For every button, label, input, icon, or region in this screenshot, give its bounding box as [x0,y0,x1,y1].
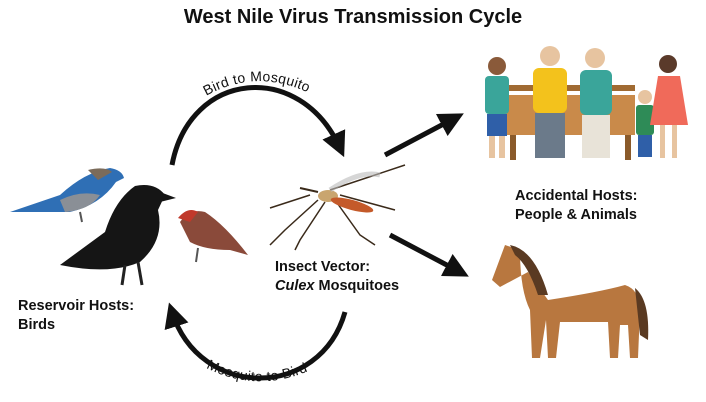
vector-rest: Mosquitoes [314,278,400,294]
reservoir-label: Reservoir Hosts: Birds [18,297,134,335]
accidental-label-line1: Accidental Hosts: [515,188,638,204]
arrow-to-people [383,113,464,158]
bluebird-icon [10,168,124,223]
accidental-label-line2: People & Animals [515,207,637,223]
diagram-title: West Nile Virus Transmission Cycle [183,6,523,28]
mosquito-icon [269,164,406,251]
vector-label-line2: Culex Mosquitoes [275,277,399,296]
reservoir-label-line2: Birds [18,317,56,333]
arrow-bird-to-mosquito [169,85,346,166]
vector-genus: Culex [275,278,315,294]
accidental-label: Accidental Hosts: People & Animals [515,187,637,225]
arrow-label-bird-to-mosquito: Bird to Mosquito [200,68,313,98]
vector-label: Insect Vector: Culex Mosquitoes [275,258,399,296]
finch-icon [178,210,248,263]
people-on-bench-icon [485,46,688,160]
crow-icon [60,185,176,286]
arrow-label-mosquito-to-bird: Mosquito to Bird [205,356,310,384]
horse-icon [492,245,649,358]
reservoir-label-line1: Reservoir Hosts: [18,298,135,314]
arrow-mosquito-to-bird [164,302,348,381]
arrow-to-horse [388,232,469,277]
vector-label-line1: Insect Vector: [275,259,371,275]
